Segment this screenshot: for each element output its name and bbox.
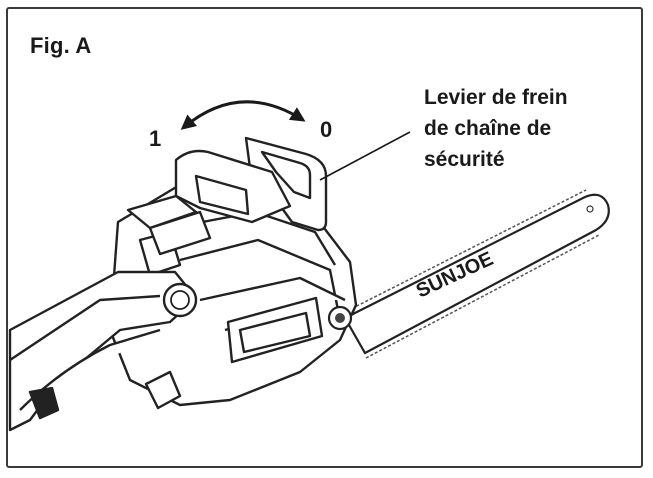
motor-housing — [108, 184, 358, 407]
guide-bar — [342, 189, 610, 359]
chain-brake-lever — [126, 136, 328, 256]
callout-line-3: sécurité — [424, 148, 505, 171]
callout-leader-line — [319, 131, 411, 181]
rotation-arrow — [180, 100, 306, 130]
figure-label: Fig. A — [30, 33, 92, 58]
brake-lever-callout: Levier de frein de chaîne de sécurité — [424, 82, 568, 175]
position-zero-label: 0 — [320, 117, 333, 142]
callout-line-2: de chaîne de — [424, 117, 552, 140]
callout-line-1: Levier de frein — [424, 86, 568, 109]
knob — [162, 282, 353, 331]
position-one-label: 1 — [149, 126, 162, 151]
rear-handle — [8, 270, 198, 432]
figure-frame — [6, 7, 643, 468]
